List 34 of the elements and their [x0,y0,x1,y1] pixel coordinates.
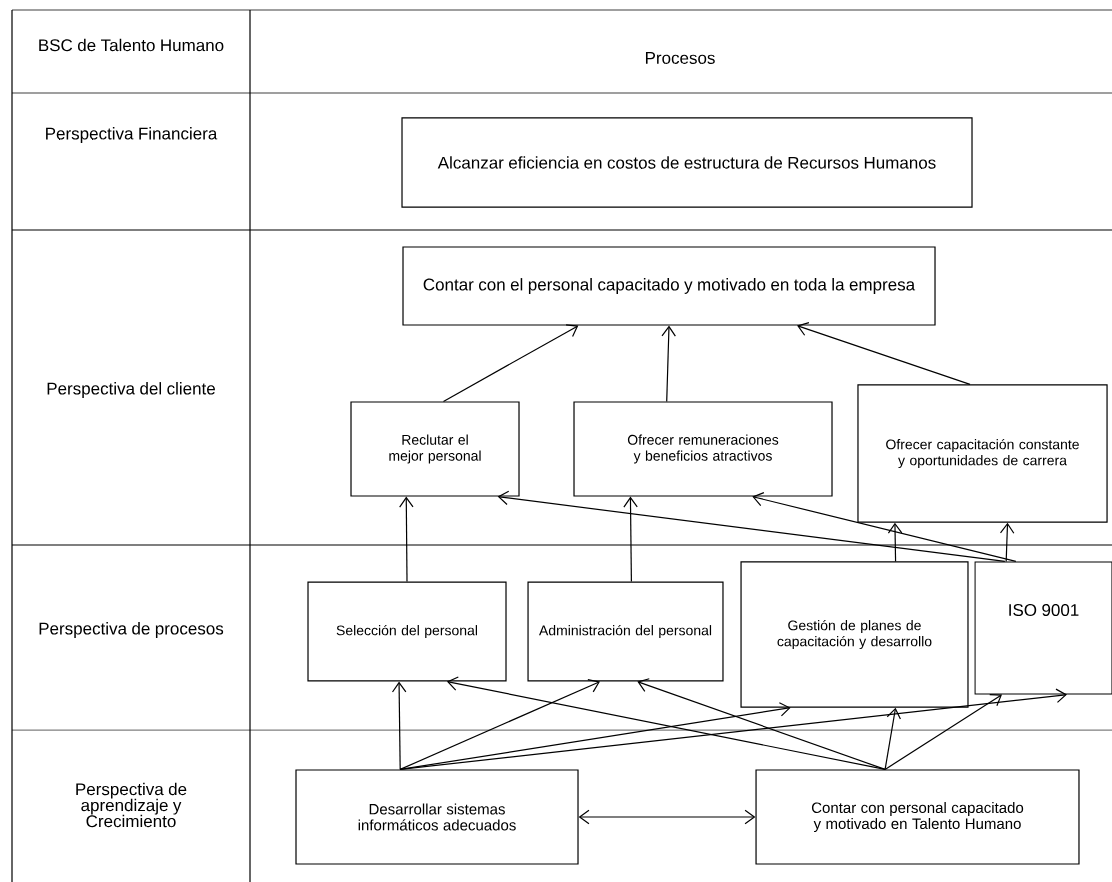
arrow [884,694,1003,770]
arrow [442,324,579,402]
arrow [884,707,901,770]
arrow [399,679,600,770]
process-box: Ofrecer capacitación constante y oportunidades de carrera [857,384,1108,523]
arrow [446,676,886,770]
arrow [999,522,1015,562]
arrow [497,490,1006,562]
process-box: Alcanzar eficiencia en costos de estructura de Recursos Humanos [401,117,973,208]
arrow [797,322,971,385]
table-cell-text: Perspectiva de procesos [39,622,224,638]
process-box: Reclutar el mejor personal [350,401,520,497]
arrow [399,688,1067,770]
arrow [752,492,1017,562]
arrow [623,496,638,583]
table-cell-text: Perspectiva del cliente [47,382,215,398]
arrow [637,678,886,770]
process-box: Contar con personal capacitado y motivado en Talento Humano [755,769,1080,865]
process-box: Gestión de planes de capacitación y desarrollo [740,561,969,708]
process-box: Ofrecer remuneraciones y beneficios atractivos [573,401,833,497]
table-cell-text: Perspectiva Financiera [46,127,218,143]
arrow [391,681,407,770]
process-box: Contar con el personal capacitado y motivado en toda la empresa [402,246,936,326]
process-box: Selección del personal [307,581,507,682]
arrow [887,522,903,562]
table-cell-text: BSC de Talento Humano [39,38,224,52]
process-box: Desarrollar sistemas informáticos adecuados [295,769,579,865]
process-box: Administración del personal [527,581,724,682]
arrow [661,325,676,402]
table-cell-text: Perspectiva de aprendizaje y Crecimiento [76,782,187,828]
table-cell-text: Procesos [646,52,715,64]
arrow [578,809,756,825]
arrow [399,496,414,583]
process-box: ISO 9001 [974,561,1112,695]
